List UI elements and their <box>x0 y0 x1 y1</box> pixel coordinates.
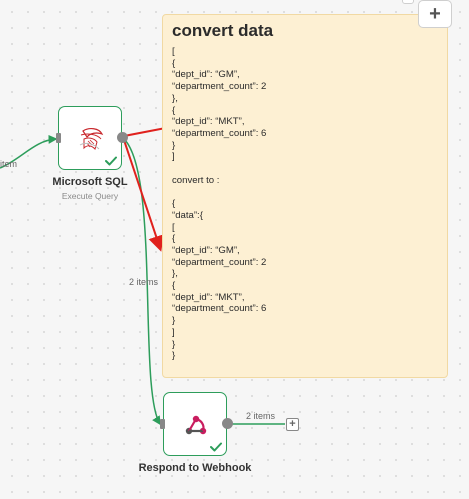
sticky-note-line: “department_count”: 6 <box>172 127 267 139</box>
webhook-output-items-label: 2 items <box>246 411 276 421</box>
sticky-note-line: “data”:{ <box>172 209 203 221</box>
sticky-note-line: [ <box>172 221 175 233</box>
incoming-connection[interactable] <box>0 134 58 169</box>
sticky-note-body: [{“dept_id”: “GM”,“department_count”: 2}… <box>172 46 438 362</box>
sql-to-webhook-connection[interactable] <box>122 137 161 426</box>
microsoft-sql-node[interactable] <box>58 106 122 170</box>
sticky-note-line: { <box>172 233 176 245</box>
sql-output-items-label: 2 items <box>129 277 159 287</box>
sticky-note-line: ] <box>172 326 175 338</box>
sql-input-handle[interactable] <box>56 133 61 143</box>
sticky-note-line <box>172 163 438 175</box>
incoming-item-label: item <box>0 159 18 169</box>
sql-node-subtitle: Execute Query <box>61 191 119 201</box>
webhook-icon <box>185 415 207 435</box>
sql-output-handle[interactable] <box>117 132 128 143</box>
add-next-node-button[interactable]: + <box>286 418 299 431</box>
sticky-note-line: { <box>172 104 176 116</box>
sticky-note-line: “dept_id”: “GM”, <box>172 244 240 256</box>
sticky-note-line: “dept_id”: “GM”, <box>172 69 240 81</box>
respond-to-webhook-node[interactable] <box>163 392 227 456</box>
sticky-note-line: } <box>172 350 176 362</box>
webhook-node-title: Respond to Webhook <box>138 462 252 474</box>
add-node-button[interactable]: + <box>418 0 452 28</box>
sticky-note-line: “dept_id”: “MKT”, <box>172 116 245 128</box>
sticky-note-line: [ <box>172 46 175 57</box>
sticky-note-line: “department_count”: 2 <box>172 81 267 93</box>
sticky-note-line: }, <box>172 92 178 104</box>
sticky-note-line: } <box>172 139 176 151</box>
sticky-note[interactable]: convert data [{“dept_id”: “GM”,“departme… <box>162 14 448 378</box>
sticky-note-line: ] <box>172 151 175 163</box>
webhook-output-handle[interactable] <box>222 418 233 429</box>
success-check-icon <box>210 442 222 452</box>
sticky-note-line: { <box>172 280 176 292</box>
sticky-note-line: “dept_id”: “MKT”, <box>172 291 245 303</box>
success-check-icon <box>105 156 117 166</box>
webhook-input-handle[interactable] <box>160 419 165 429</box>
database-icon <box>79 128 104 150</box>
sticky-note-line: “department_count”: 6 <box>172 303 267 315</box>
sticky-note-line: { <box>172 57 176 69</box>
sticky-note-line: } <box>172 338 176 350</box>
sticky-note-line: convert to : <box>172 174 220 186</box>
sticky-note-line: “department_count”: 2 <box>172 256 267 268</box>
canvas-control-edge[interactable] <box>402 0 414 4</box>
sql-node-title: Microsoft SQL <box>52 176 128 188</box>
sticky-note-line: } <box>172 315 176 327</box>
annotation-arrow-lower <box>123 139 164 252</box>
sticky-note-line: { <box>172 198 176 210</box>
sticky-note-line <box>172 186 438 198</box>
sticky-note-line: }, <box>172 268 178 280</box>
sticky-note-title: convert data <box>172 21 274 40</box>
